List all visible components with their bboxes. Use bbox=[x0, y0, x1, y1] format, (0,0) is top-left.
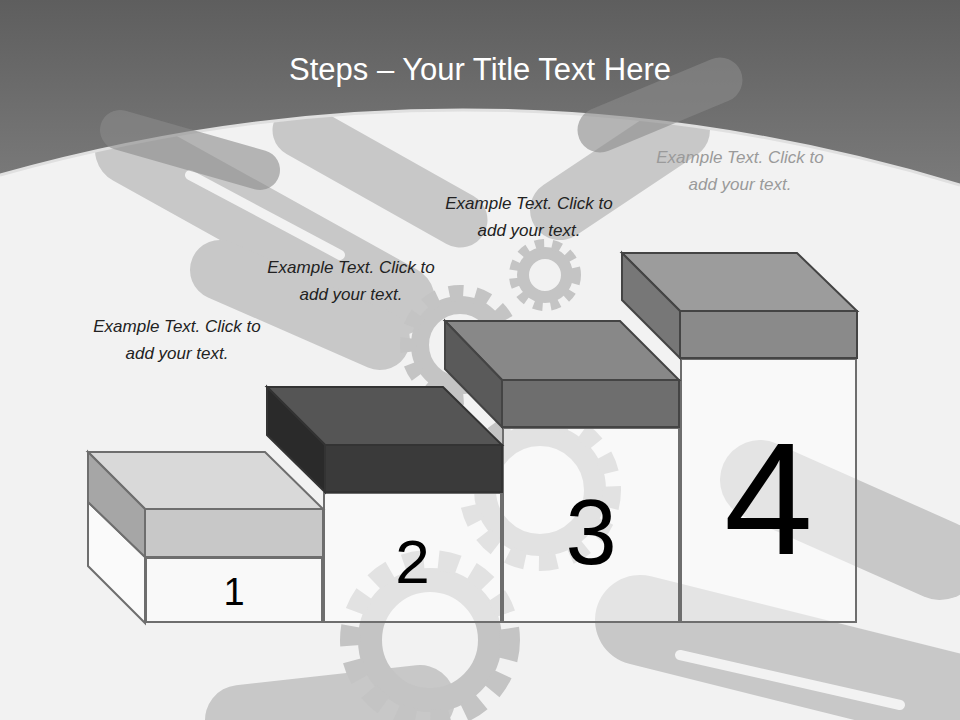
step-number: 2 bbox=[325, 531, 500, 593]
step-number: 3 bbox=[504, 486, 678, 578]
step-caption: Example Text. Click to add your text. bbox=[92, 313, 262, 367]
step-number: 4 bbox=[682, 419, 855, 579]
step-caption: Example Text. Click to add your text. bbox=[444, 190, 614, 244]
step-number: 1 bbox=[147, 573, 321, 611]
step-box: Example Text. Click to add your text.4 bbox=[680, 358, 857, 623]
step-caption: Example Text. Click to add your text. bbox=[655, 144, 825, 198]
step-caption: Example Text. Click to add your text. bbox=[266, 254, 436, 308]
step-box: Example Text. Click to add your text.1 bbox=[145, 557, 323, 623]
step-box: Example Text. Click to add your text.3 bbox=[502, 427, 680, 623]
slide-title: Steps – Your Title Text Here bbox=[0, 52, 960, 88]
step-box: Example Text. Click to add your text.2 bbox=[323, 492, 502, 623]
